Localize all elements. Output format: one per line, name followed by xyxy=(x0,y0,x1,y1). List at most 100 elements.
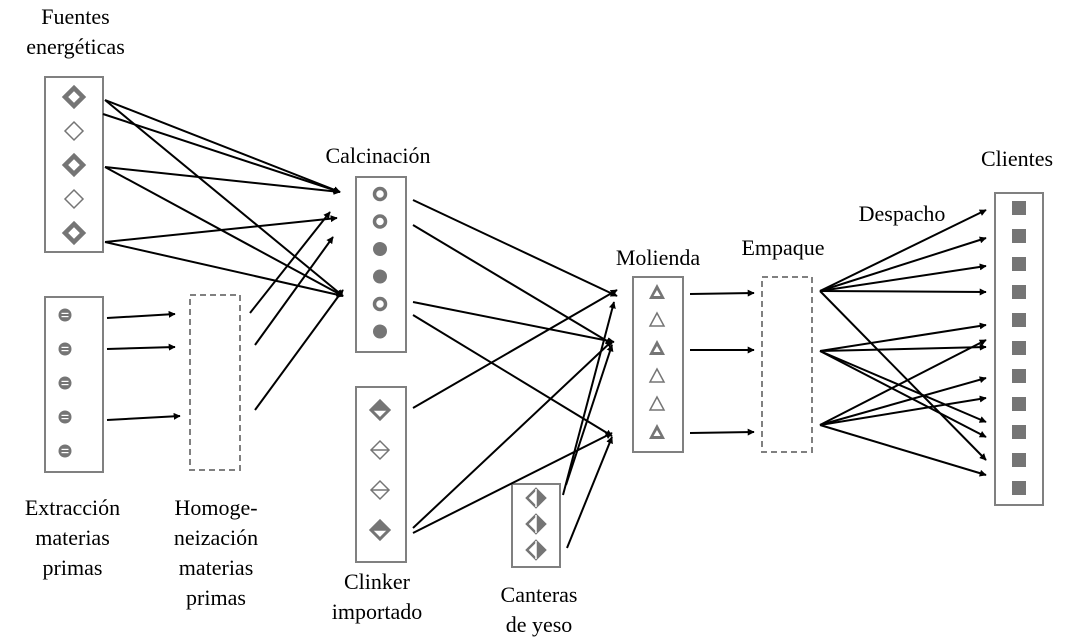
label-molienda: Molienda xyxy=(596,243,720,273)
triangle-open-icon xyxy=(648,311,666,327)
ring-icon xyxy=(372,186,388,202)
box-molienda xyxy=(632,276,684,453)
label-calcinacion: Calcinación xyxy=(303,141,453,171)
label-line: importado xyxy=(331,599,423,624)
flow-arrow xyxy=(106,412,181,421)
label-line: Canteras xyxy=(500,582,578,607)
label-canteras-de-yeso: Canteras de yeso xyxy=(474,580,604,640)
square-icon xyxy=(1012,425,1026,439)
label-line: Clientes xyxy=(980,146,1054,171)
label-line: Calcinación xyxy=(325,143,431,168)
dot-icon xyxy=(373,242,387,256)
circle-bar-icon xyxy=(58,444,72,458)
diamond-open-icon xyxy=(63,188,85,210)
label-line: materias xyxy=(35,525,110,550)
flow-arrow xyxy=(106,343,176,351)
flow-arrow xyxy=(412,340,613,529)
flow-arrow xyxy=(254,289,344,411)
diamond-filled-icon xyxy=(61,84,87,110)
label-extraccion-materias-primas: Extracción materias primas xyxy=(0,493,145,583)
box-canteras xyxy=(511,483,561,568)
flow-arrow xyxy=(104,241,344,299)
flow-arrow xyxy=(819,322,987,352)
flow-arrow xyxy=(819,290,987,461)
label-line: Homoge- xyxy=(174,495,258,520)
circle-bar-icon xyxy=(58,308,72,322)
flow-arrow xyxy=(104,99,341,193)
flow-arrow xyxy=(689,289,755,297)
label-line: Clinker xyxy=(344,569,410,594)
diamond-filled-icon xyxy=(61,220,87,246)
box-clinker xyxy=(355,386,407,563)
diamond-line-icon xyxy=(369,439,391,461)
diamond-split-icon xyxy=(525,513,547,535)
label-line: Empaque xyxy=(741,235,825,260)
triangle-open-icon xyxy=(648,395,666,411)
square-icon xyxy=(1012,313,1026,327)
flow-arrow xyxy=(819,395,987,426)
label-line: Despacho xyxy=(858,201,946,226)
flow-arrow xyxy=(562,301,616,496)
square-icon xyxy=(1012,285,1026,299)
flow-arrow xyxy=(819,350,987,423)
flow-arrow xyxy=(104,99,344,297)
circle-bar-icon xyxy=(58,376,72,390)
label-line: de yeso xyxy=(505,612,573,637)
flow-arrow xyxy=(819,343,987,352)
flow-arrow xyxy=(104,166,341,195)
flow-arrow xyxy=(412,301,615,345)
circle-bar-icon xyxy=(58,410,72,424)
triangle-filled-icon xyxy=(649,424,665,439)
square-icon xyxy=(1012,341,1026,355)
label-line: primas xyxy=(186,585,246,610)
flow-arrow xyxy=(819,376,987,426)
box-homog xyxy=(189,294,241,471)
square-icon xyxy=(1012,201,1026,215)
diamond-half-icon xyxy=(368,398,392,422)
square-icon xyxy=(1012,397,1026,411)
label-homogeneizacion: Homoge- neización materias primas xyxy=(148,493,284,613)
box-fuentes xyxy=(44,76,104,253)
triangle-open-icon xyxy=(648,367,666,383)
label-line: energéticas xyxy=(26,34,125,59)
label-line: materias xyxy=(178,555,254,580)
dot-icon xyxy=(373,269,387,284)
label-fuentes-energeticas: Fuentes energéticas xyxy=(8,2,143,62)
flow-arrow xyxy=(819,424,987,477)
circle-bar-icon xyxy=(58,342,72,356)
flow-arrow xyxy=(249,211,331,314)
flow-arrow xyxy=(819,350,987,438)
flow-arrow xyxy=(819,339,987,426)
flow-arrow xyxy=(819,209,987,292)
ring-icon xyxy=(372,214,388,229)
flow-arrow xyxy=(819,263,987,292)
label-line: neización xyxy=(173,525,259,550)
flow-arrow xyxy=(819,288,987,296)
box-extraccion xyxy=(44,296,104,473)
diamond-split-icon xyxy=(525,487,547,509)
box-calcinacion xyxy=(355,176,407,353)
square-icon xyxy=(1012,229,1026,243)
flow-arrow xyxy=(102,113,341,194)
flow-arrow xyxy=(104,215,338,243)
label-line: Molienda xyxy=(615,245,701,270)
diamond-split-icon xyxy=(525,539,547,561)
label-clinker-importado: Clinker importado xyxy=(312,567,442,627)
diamond-half-icon xyxy=(368,518,392,542)
label-line: Extracción xyxy=(24,495,121,520)
flow-arrow xyxy=(412,199,618,297)
dot-icon xyxy=(373,324,387,339)
flow-arrow xyxy=(412,314,613,437)
ring-icon xyxy=(372,296,388,312)
square-icon xyxy=(1012,453,1026,467)
flow-arrow xyxy=(412,224,613,345)
flow-arrow xyxy=(104,166,344,297)
diamond-open-icon xyxy=(63,120,85,142)
flow-arrow xyxy=(689,428,755,436)
flow-arrow xyxy=(254,236,334,346)
label-empaque: Empaque xyxy=(725,233,841,263)
flow-arrow xyxy=(565,344,614,486)
box-clientes xyxy=(994,192,1044,506)
square-icon xyxy=(1012,369,1026,383)
